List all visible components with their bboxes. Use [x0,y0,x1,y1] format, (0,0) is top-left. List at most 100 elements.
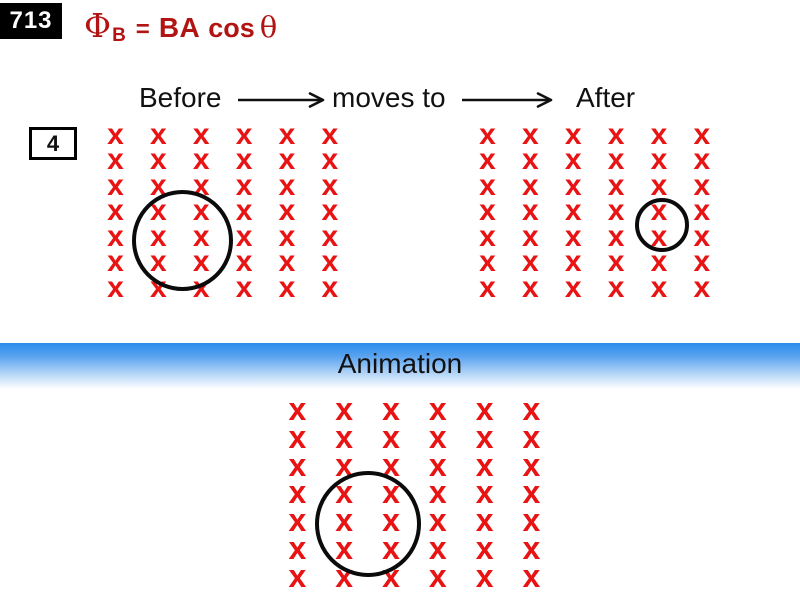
formula-cos-term: cos [208,13,255,43]
field-into-page-symbol: x [564,219,582,253]
field-into-page-symbol: x [278,168,296,202]
formula-phi-subscript: B [112,25,126,46]
field-into-page-symbol: x [479,143,496,177]
field-into-page-symbol: x [564,117,582,151]
field-into-page-symbol: x [335,390,354,427]
field-into-page-symbol: x [522,474,541,511]
field-into-page-symbol: x [278,143,296,177]
field-into-page-symbol: x [278,219,296,253]
field-into-page-symbol: x [522,418,541,455]
field-into-page-symbol: x [428,390,447,427]
field-into-page-symbol: x [475,529,494,566]
formula-equals-sign: = [135,16,150,43]
field-into-page-symbol: x [382,446,400,483]
field-into-page-symbol: x [288,390,307,427]
field-into-page-symbol: x [428,529,447,566]
loop-circle-before [132,190,233,291]
step-counter-box: 4 [29,127,77,160]
loop-circle-animation [315,471,421,577]
field-into-page-symbol: x [650,143,668,177]
field-into-page-symbol: x [321,168,339,202]
after-label: After [576,82,636,113]
field-into-page-symbol: x [607,270,625,304]
loop-circle-after [635,198,689,252]
field-into-page-symbol: x [693,117,711,151]
field-into-page-symbol: x [650,270,668,304]
field-into-page-symbol: x [521,117,539,151]
field-into-page-symbol: x [278,270,296,304]
field-into-page-symbol: x [693,270,711,304]
field-into-page-symbol: x [149,117,167,151]
field-into-page-symbol: x [428,474,447,511]
field-into-page-symbol: x [288,474,307,511]
field-into-page-symbol: x [522,446,541,483]
field-into-page-symbol: x [475,474,494,511]
field-into-page-symbol: x [107,117,124,151]
field-into-page-symbol: x [522,502,541,539]
field-into-page-symbol: x [235,117,253,151]
field-into-page-symbol: x [521,194,539,228]
field-into-page-symbol: x [693,245,711,279]
field-into-page-symbol: x [522,557,541,594]
field-into-page-symbol: x [235,219,253,253]
field-into-page-symbol: x [321,270,339,304]
field-into-page-symbol: x [149,168,167,202]
field-into-page-symbol: x [475,418,494,455]
field-into-page-symbol: x [607,194,625,228]
field-into-page-symbol: x [235,270,253,304]
field-into-page-symbol: x [321,219,339,253]
field-into-page-symbol: x [428,502,447,539]
arrow-right-icon [238,92,325,108]
field-into-page-symbol: x [564,270,582,304]
field-into-page-symbol: x [564,245,582,279]
field-into-page-symbol: x [564,194,582,228]
field-into-page-symbol: x [107,245,124,279]
field-into-page-symbol: x [607,168,625,202]
field-into-page-symbol: x [288,502,307,539]
field-into-page-symbol: x [693,143,711,177]
field-into-page-symbol: x [192,117,210,151]
field-into-page-symbol: x [479,219,496,253]
field-into-page-symbol: x [288,529,307,566]
field-into-page-symbol: x [650,168,668,202]
field-into-page-symbol: x [382,418,400,455]
field-into-page-symbol: x [521,245,539,279]
field-into-page-symbol: x [321,143,339,177]
field-into-page-symbol: x [479,194,496,228]
field-into-page-symbol: x [335,446,354,483]
field-into-page-symbol: x [607,117,625,151]
field-into-page-symbol: x [479,168,496,202]
page-number-badge: 713 [0,3,62,39]
formula-ba-term: BA [158,12,201,43]
animation-banner[interactable]: Animation [0,343,800,391]
field-into-page-symbol: x [235,168,253,202]
field-into-page-symbol: x [693,168,711,202]
field-into-page-symbol: x [382,390,400,427]
field-into-page-symbol: x [107,168,124,202]
before-label: Before [139,82,222,113]
field-into-page-symbol: x [650,117,668,151]
field-into-page-symbol: x [607,245,625,279]
field-into-page-symbol: x [235,245,253,279]
field-into-page-symbol: x [475,446,494,483]
field-into-page-symbol: x [693,194,711,228]
field-into-page-symbol: x [288,557,307,594]
field-into-page-symbol: x [107,194,124,228]
field-into-page-symbol: x [278,245,296,279]
field-into-page-symbol: x [235,194,253,228]
field-into-page-symbol: x [428,446,447,483]
field-into-page-symbol: x [321,245,339,279]
field-into-page-symbol: x [428,557,447,594]
moves-to-label: moves to [332,82,446,113]
field-into-page-symbol: x [479,245,496,279]
field-into-page-symbol: x [107,270,124,304]
field-into-page-symbol: x [278,194,296,228]
formula-phi-symbol: Φ [84,6,112,45]
field-into-page-symbol: x [522,390,541,427]
field-into-page-symbol: x [107,143,124,177]
field-into-page-symbol: x [107,219,124,253]
field-into-page-symbol: x [564,143,582,177]
field-into-page-symbol: x [521,270,539,304]
